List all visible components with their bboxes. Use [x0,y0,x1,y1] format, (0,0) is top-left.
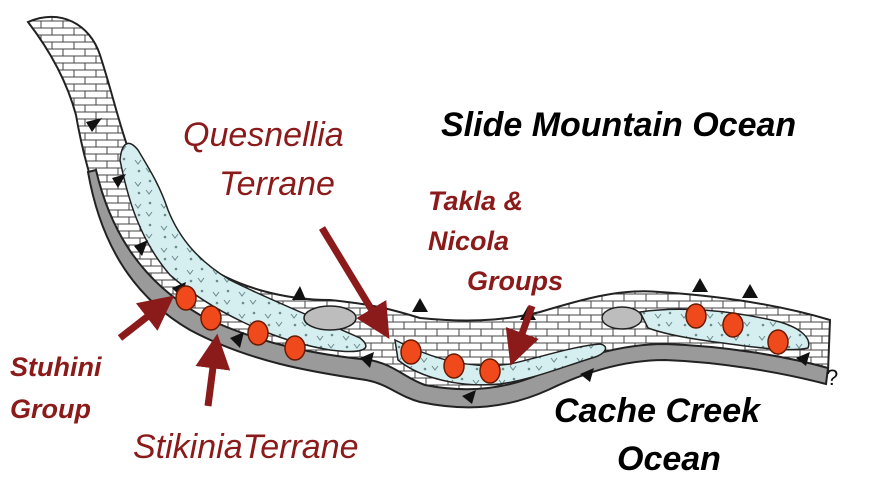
stuhini-arrow [120,302,166,338]
lens-feature [304,306,356,330]
volcanic-center-dot [444,354,464,378]
volcanic-center-dot [686,304,706,328]
volcanic-center-dot [248,321,268,345]
stuhini-label-line2: Group [10,394,91,424]
takla-label-line3: Groups [467,266,563,296]
cache-creek-label-line1: Cache Creek [554,392,762,430]
volcanic-center-dot [723,313,743,337]
stikinia-label: StikiniaTerrane [133,428,359,466]
volcanic-center-dot [285,336,305,360]
quesnellia-label-line2: Terrane [219,165,335,203]
stikinia-arrow [208,344,216,406]
slide-mountain-label: Slide Mountain Ocean [441,106,796,144]
volcanic-center-dot [176,286,196,310]
cache-creek-label-line2: Ocean [617,440,721,478]
quesnellia-label-line1: Quesnellia [183,116,344,154]
volcanic-center-dot [401,340,421,364]
volcanic-center-dot [201,306,221,330]
takla-label-line2: Nicola [428,226,509,256]
volcanic-center-dot [480,359,500,383]
volcanic-center-dot [768,330,788,354]
lens-feature [602,307,642,329]
question-mark: ? [826,365,838,390]
stuhini-label-line1: Stuhini [10,352,102,382]
takla-label-line1: Takla & [428,186,523,216]
